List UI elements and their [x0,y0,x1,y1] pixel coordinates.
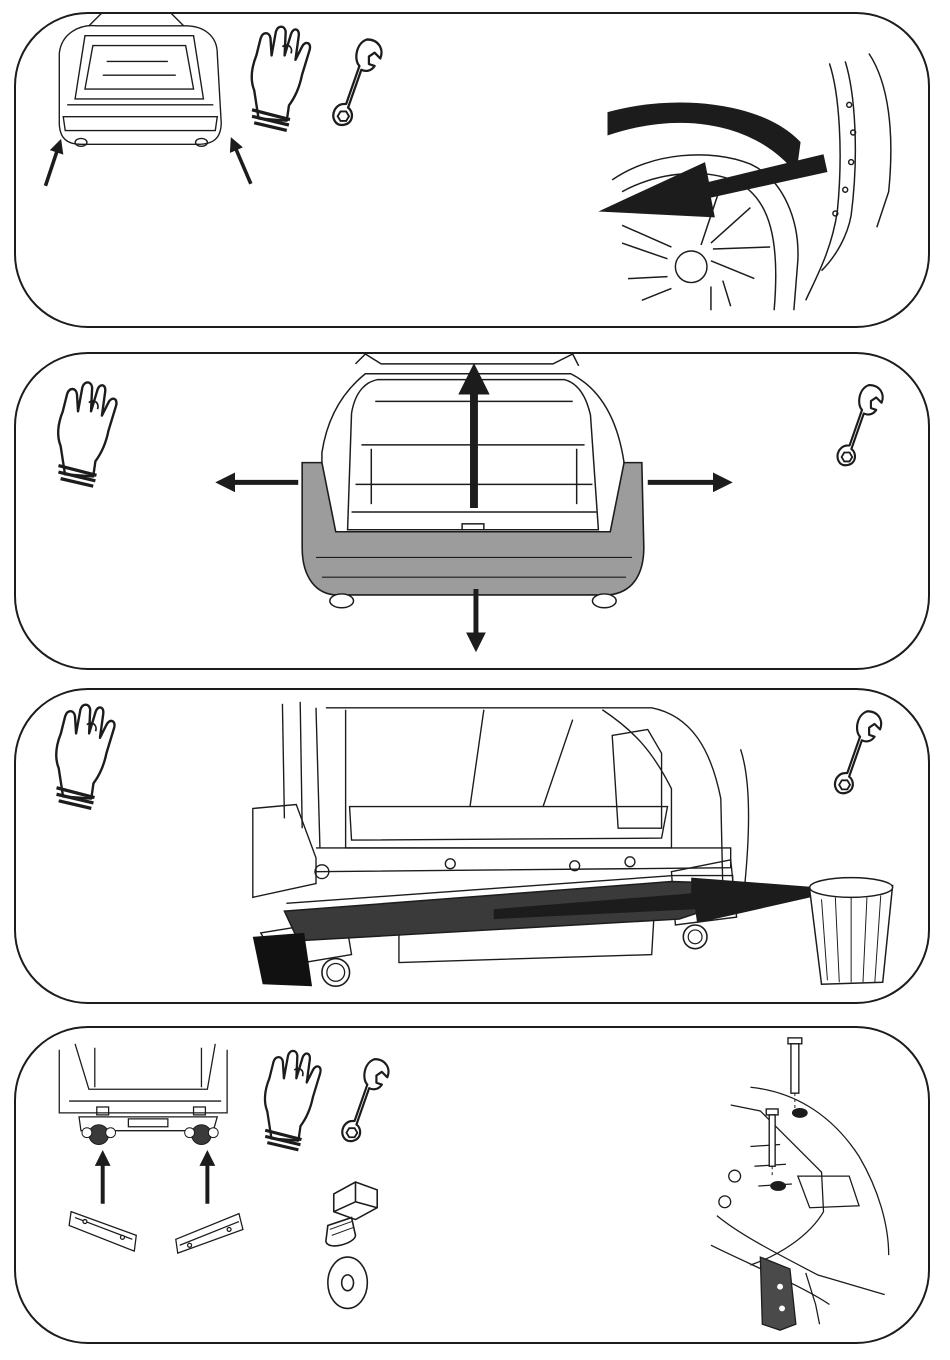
step-4-panel [14,1026,930,1344]
tow-mount-left [82,1125,116,1145]
glove-icon [56,705,114,809]
exhaust-tip-left [322,959,350,987]
step-2-panel [14,352,930,670]
wrench-icon [333,39,381,125]
glove-icon [265,1051,321,1150]
step-2-illustration [16,354,928,668]
exhaust-tip-right [683,925,707,949]
car-rear-frame-small [59,1044,227,1131]
washer-top [792,1108,808,1118]
installed-side-bracket [760,1257,796,1330]
waste-bin-icon [810,878,893,985]
washer-icon [328,1257,367,1308]
bolt-icon [326,1182,377,1246]
step-4-illustration [16,1028,928,1342]
arrow-left-up [45,144,59,185]
step-3-panel [14,688,930,1004]
wrench-icon [838,385,883,465]
wrench-icon [342,1059,388,1141]
glove-icon [252,27,310,131]
exhaust-tip-left [330,594,354,608]
exhaust-tip-right [592,594,616,608]
bolt-short [766,1109,778,1166]
step-1-panel [14,12,930,328]
bumper-beam-bracket-left [253,933,312,986]
step-3-illustration [16,690,928,1002]
car-rear-small [59,14,221,146]
side-bracket-left [69,1212,136,1251]
step-1-illustration [16,14,928,326]
wrench-icon [835,711,881,793]
side-bracket-right [176,1214,243,1253]
bolt-long [788,1038,802,1093]
arrow-right-up [233,142,251,183]
bracket-install-closeup [711,1087,889,1324]
tow-mount-right [185,1125,219,1145]
glove-icon [58,382,116,486]
washer-bottom [770,1181,786,1191]
